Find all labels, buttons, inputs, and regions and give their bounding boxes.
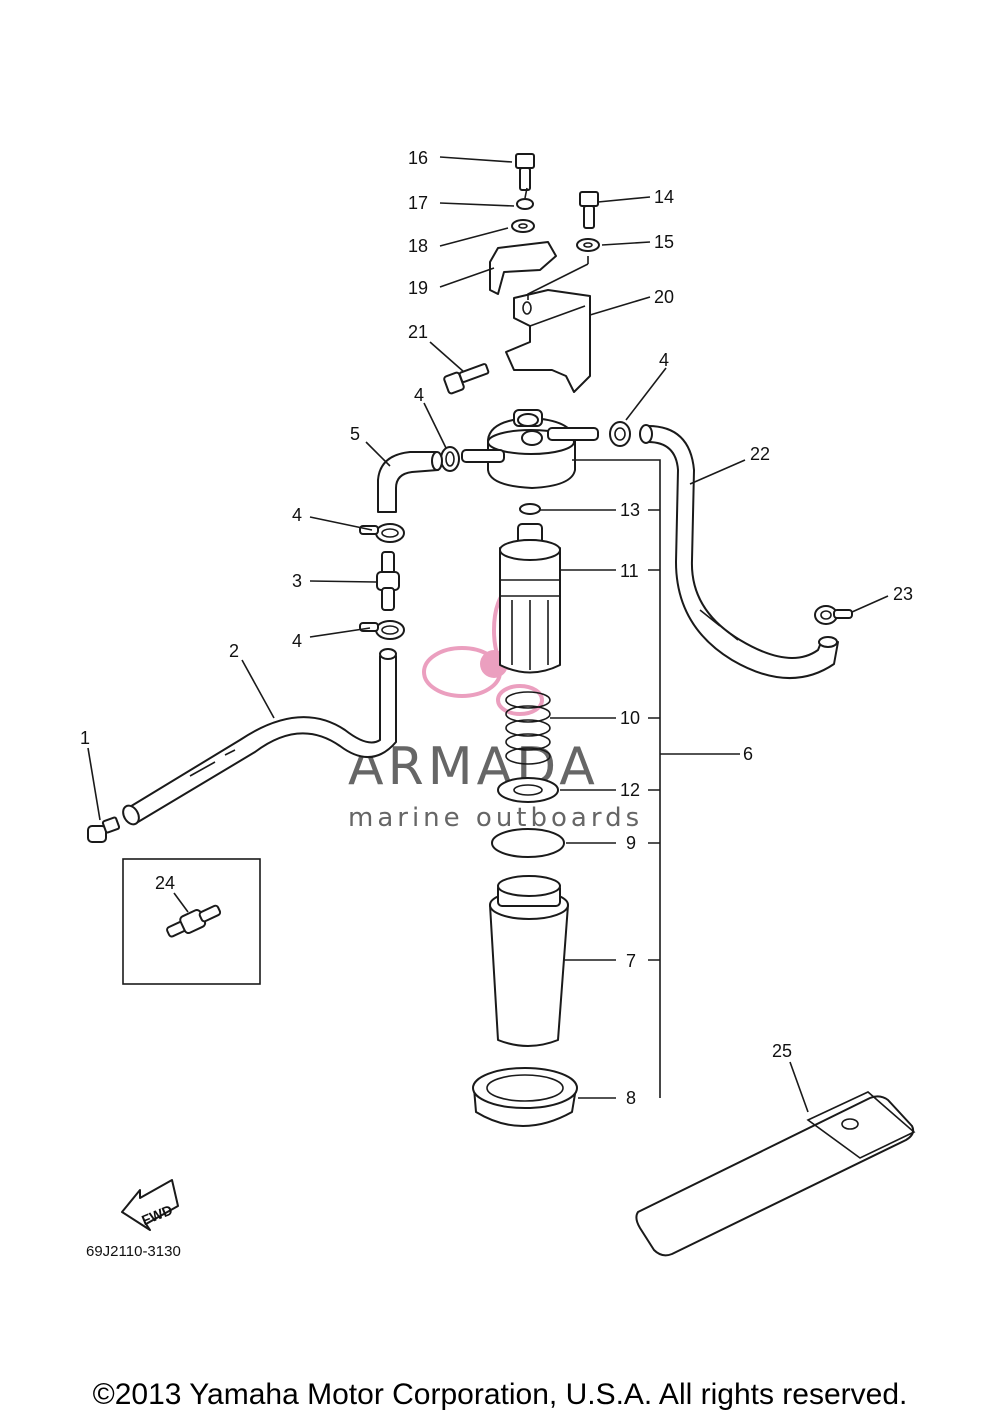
callout-23: 23 xyxy=(893,584,913,604)
watermark-tagline: marine outboards xyxy=(348,803,643,833)
part-6-assembly-bracket xyxy=(572,459,740,1098)
fwd-direction-arrow-icon: FWD xyxy=(121,1179,179,1231)
copyright-notice: ©2013 Yamaha Motor Corporation, U.S.A. A… xyxy=(92,1378,908,1411)
part-filter-head xyxy=(461,409,599,489)
fuel-filter-parts-diagram: ARMADA marine outboards xyxy=(80,148,916,1260)
callout-1: 1 xyxy=(80,728,90,748)
part-1-fuel-plug xyxy=(87,816,121,843)
part-22-return-hose xyxy=(639,424,839,680)
part-15-washer xyxy=(576,238,600,252)
callout-18: 18 xyxy=(408,236,428,256)
callout-4-upper: 4 xyxy=(292,505,302,525)
callout-19: 19 xyxy=(408,278,428,298)
part-10-spring xyxy=(505,691,551,765)
callout-21: 21 xyxy=(408,322,428,342)
callout-7: 7 xyxy=(626,951,636,971)
leader-lines xyxy=(87,156,889,1113)
callout-16: 16 xyxy=(408,148,428,168)
part-8-filter-nut xyxy=(472,1067,578,1127)
callout-3: 3 xyxy=(292,571,302,591)
callout-4-head-left: 4 xyxy=(414,385,424,405)
callout-6: 6 xyxy=(743,744,753,764)
part-7-filter-cup xyxy=(489,875,569,1047)
callout-11: 11 xyxy=(620,561,639,581)
diagram-code: 69J2110-3130 xyxy=(86,1243,181,1260)
callout-8: 8 xyxy=(626,1088,636,1108)
callout-9: 9 xyxy=(626,833,636,853)
callout-4-head-right: 4 xyxy=(659,350,669,370)
assembly-guide-line xyxy=(524,187,528,199)
assembly-guide-line xyxy=(527,263,589,300)
callout-10: 10 xyxy=(620,708,640,728)
callout-14: 14 xyxy=(654,187,674,207)
callout-20: 20 xyxy=(654,287,674,307)
part-14-bolt xyxy=(579,191,599,229)
part-13-o-ring xyxy=(519,503,541,515)
callout-17: 17 xyxy=(408,193,428,213)
callout-2: 2 xyxy=(229,641,239,661)
part-12-washer xyxy=(497,777,559,803)
part-5-elbow-hose xyxy=(377,451,443,513)
part-17-washer xyxy=(516,198,534,210)
part-3-hose-joint xyxy=(376,551,400,611)
callout-5: 5 xyxy=(350,424,360,444)
part-24-inset xyxy=(122,858,261,985)
part-9-gasket xyxy=(491,828,565,858)
callout-22: 22 xyxy=(750,444,770,464)
part-18-washer xyxy=(511,219,535,233)
callout-24: 24 xyxy=(155,873,175,893)
callout-4-lower: 4 xyxy=(292,631,302,651)
part-2-fuel-hose xyxy=(122,648,397,826)
part-21-bolt xyxy=(443,363,490,395)
callout-15: 15 xyxy=(654,232,674,252)
callout-12: 12 xyxy=(620,780,640,800)
callout-labels: 16 17 18 19 14 15 20 21 4 4 5 22 4 3 4 2… xyxy=(80,148,913,1108)
part-11-filter-element xyxy=(499,523,561,674)
part-25-owners-pouch xyxy=(635,1091,916,1257)
callout-13: 13 xyxy=(620,500,640,520)
part-20-filter-bracket xyxy=(505,289,591,393)
part-16-bolt xyxy=(515,153,535,191)
part-19-clamp xyxy=(489,241,557,295)
callout-25: 25 xyxy=(772,1041,792,1061)
